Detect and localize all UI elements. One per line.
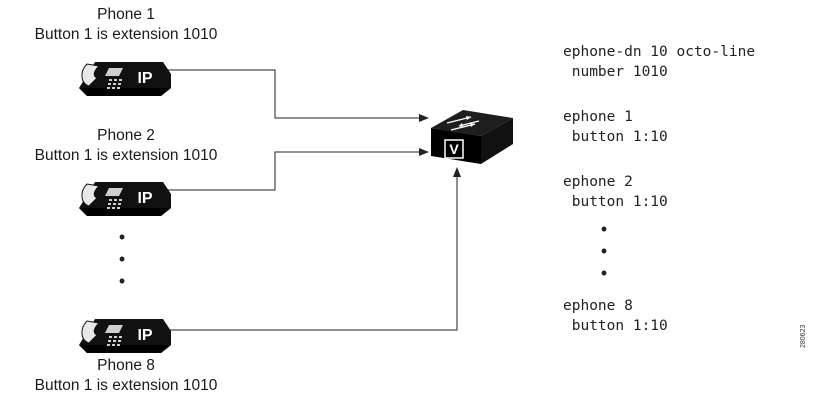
- ip-phone-icon: IP: [79, 62, 171, 96]
- ip-phone-icon: IP: [79, 319, 171, 353]
- phones-ellipsis: •••: [118, 227, 126, 291]
- link-phone1-switch: [160, 69, 429, 122]
- phone-2-name: Phone 2: [97, 127, 155, 144]
- config-ellipsis: •••: [600, 219, 608, 283]
- config-ephone-dn: ephone-dn 10 octo-line number 1010: [563, 44, 756, 80]
- phone-2-extension: Button 1 is extension 1010: [34, 147, 218, 164]
- voice-switch-icon: V: [431, 110, 513, 164]
- ip-badge: IP: [137, 327, 152, 344]
- ip-badge: IP: [137, 70, 152, 87]
- switch-letter: V: [449, 141, 459, 157]
- config-ephone-8: ephone 8 button 1:10: [563, 298, 668, 334]
- config-ephone-2: ephone 2 button 1:10: [563, 174, 668, 210]
- link-phone8-switch: [160, 167, 461, 331]
- phone-1-extension: Button 1 is extension 1010: [34, 26, 218, 43]
- phone-8-extension: Button 1 is extension 1010: [34, 377, 218, 394]
- figure-id: 280623: [800, 324, 807, 348]
- link-phone2-switch: [160, 148, 429, 191]
- phone-8-name: Phone 8: [97, 357, 155, 374]
- ip-badge: IP: [137, 190, 152, 207]
- ip-phone-icon: IP: [79, 182, 171, 216]
- config-ephone-1: ephone 1 button 1:10: [563, 109, 668, 145]
- phone-1-name: Phone 1: [97, 6, 155, 23]
